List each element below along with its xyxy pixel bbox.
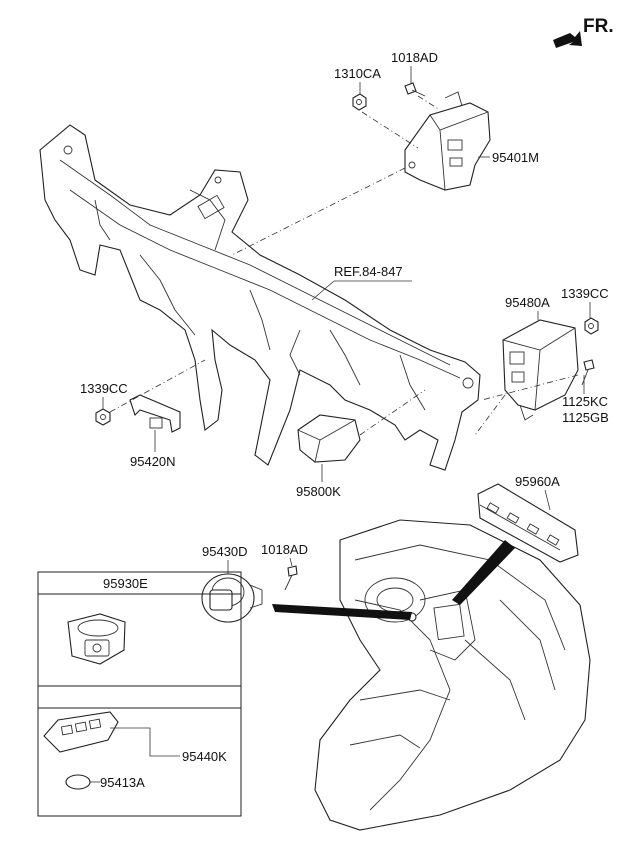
nut-1339cc-left-leader [109, 359, 206, 413]
unit-95800k [297, 414, 361, 463]
direction-label: FR. [583, 16, 614, 37]
inset-box-95930e: 95930E [37, 571, 242, 687]
p1018ad-mid-line [289, 557, 293, 567]
label-95930e: 95930E [103, 576, 148, 591]
label-1339cc-left: 1339CC [80, 381, 128, 396]
module-95401m [404, 91, 491, 191]
label-1125gb: 1125GB [562, 410, 609, 425]
module-95480a [502, 319, 579, 421]
bolt-1125kc [581, 359, 595, 386]
dashboard-interior [314, 519, 591, 831]
smart-key-95440k [43, 711, 119, 753]
start-switch-95430d [201, 573, 263, 623]
battery-95413a [65, 774, 91, 790]
label-95960a: 95960A [515, 474, 560, 489]
label-95430d: 95430D [202, 544, 248, 559]
bolt-1018ad-top-leader [417, 95, 441, 111]
switch-pointer [272, 604, 412, 620]
nut-1339cc-left [95, 408, 111, 426]
reference-label: REF.84-847 [334, 264, 403, 279]
bolt-1018ad-top [404, 82, 426, 97]
module-95480a-leader [481, 374, 579, 401]
nut-1310ca-leader [361, 111, 419, 149]
label-95480a: 95480A [505, 295, 550, 310]
nut-1310ca [352, 93, 367, 111]
label-95440k: 95440K [182, 749, 227, 764]
screw-1018ad-mid [284, 565, 298, 591]
panel-pointer [452, 540, 515, 605]
label-95800k: 95800K [296, 484, 341, 499]
label-1018ad-mid: 1018AD [261, 542, 308, 557]
nut-1339cc-right [584, 317, 599, 335]
arrow-icon [553, 31, 582, 48]
switch-95930e [67, 613, 126, 665]
p95440k-line [110, 727, 180, 757]
bracket-95420n [129, 394, 181, 433]
module-95480a-leader-2 [474, 394, 506, 436]
module-95401m-leader [231, 167, 406, 256]
reference-leader [311, 280, 335, 301]
label-95413a: 95413A [100, 775, 145, 790]
label-1125kc: 1125KC [562, 394, 608, 409]
label-1018ad-top: 1018AD [391, 50, 438, 65]
front-direction-indicator: FR. [553, 16, 614, 48]
label-95401m: 95401M [492, 150, 539, 165]
inset-box-smart-key: 95440K 95413A [37, 685, 242, 817]
p95960a-line [544, 489, 551, 511]
label-95420n: 95420N [130, 454, 176, 469]
cowl-crossmember [39, 124, 481, 471]
unit-95800k-leader [359, 389, 426, 436]
switch-panel-95960a [477, 483, 579, 563]
label-1339cc-right: 1339CC [561, 286, 609, 301]
label-1310ca: 1310CA [334, 66, 381, 81]
